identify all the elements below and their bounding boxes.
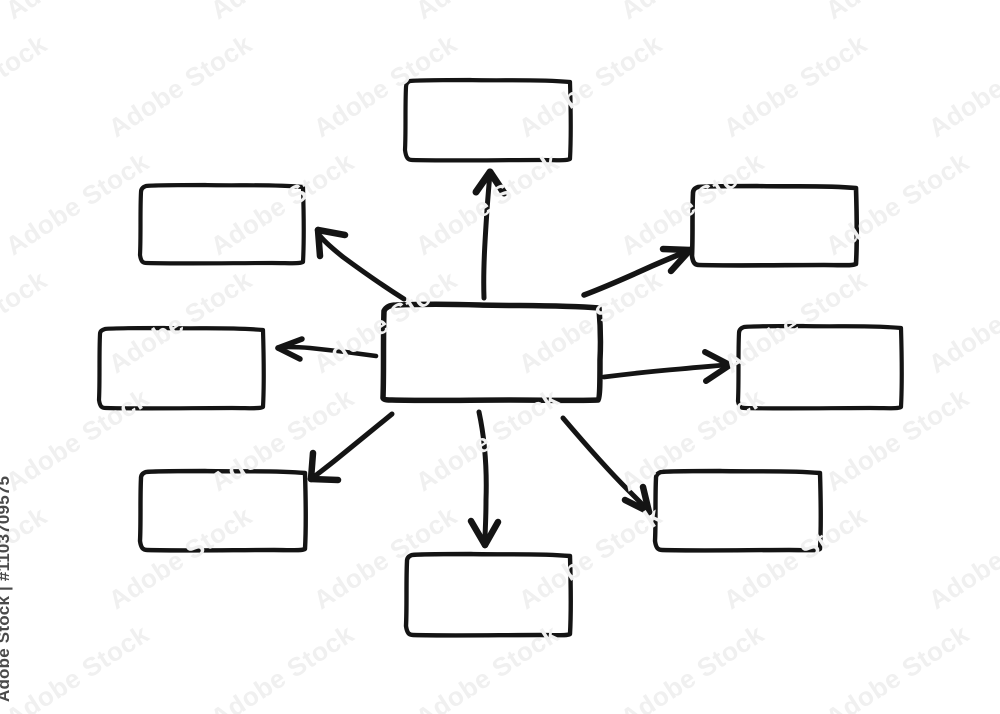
- arrow-down-right: [560, 415, 653, 516]
- node-middle-right[interactable]: [735, 323, 904, 411]
- node-center[interactable]: [380, 301, 604, 404]
- arrow-up-left: [314, 226, 407, 302]
- node-middle-left[interactable]: [96, 325, 266, 411]
- node-top-left[interactable]: [137, 182, 306, 266]
- arrow-right: [601, 349, 733, 384]
- node-top[interactable]: [402, 77, 573, 163]
- arrow-up: [472, 168, 508, 301]
- node-top-right[interactable]: [689, 183, 860, 268]
- arrow-down-left: [307, 411, 395, 484]
- node-bottom-right[interactable]: [652, 468, 823, 553]
- node-bottom-left[interactable]: [137, 468, 308, 553]
- arrow-left: [275, 336, 379, 362]
- node-bottom[interactable]: [403, 551, 573, 638]
- arrow-down: [467, 409, 502, 549]
- arrow-up-right: [581, 245, 694, 298]
